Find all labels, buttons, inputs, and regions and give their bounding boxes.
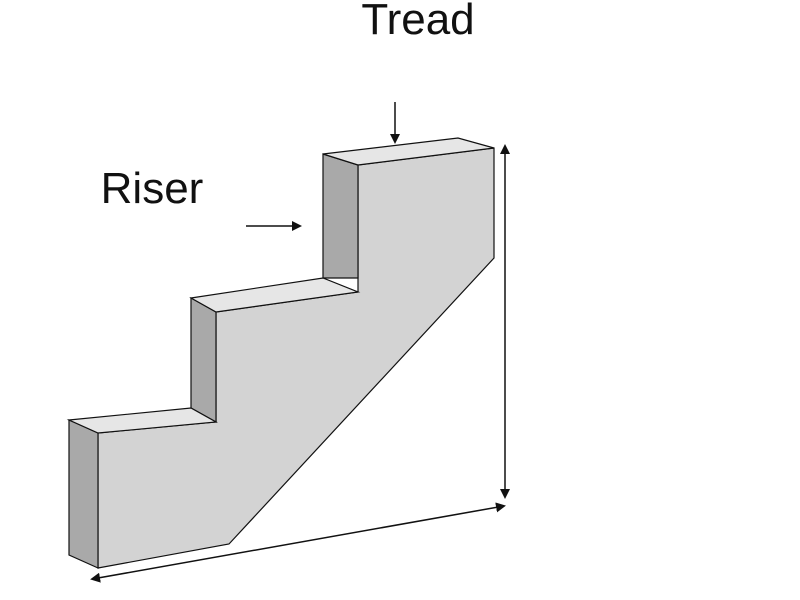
total-run-dimension-arrow [90,502,506,583]
riser-side-face-lower [68,419,99,569]
riser-side-face-upper [322,153,359,279]
riser-label: Riser [101,164,204,213]
tread-label: Tread [361,0,474,44]
riser-side-face-middle [190,296,217,424]
tread-top-face-upper [322,137,495,166]
tread-top-face-lower [66,407,218,434]
tread-top-face-middle [189,277,361,313]
